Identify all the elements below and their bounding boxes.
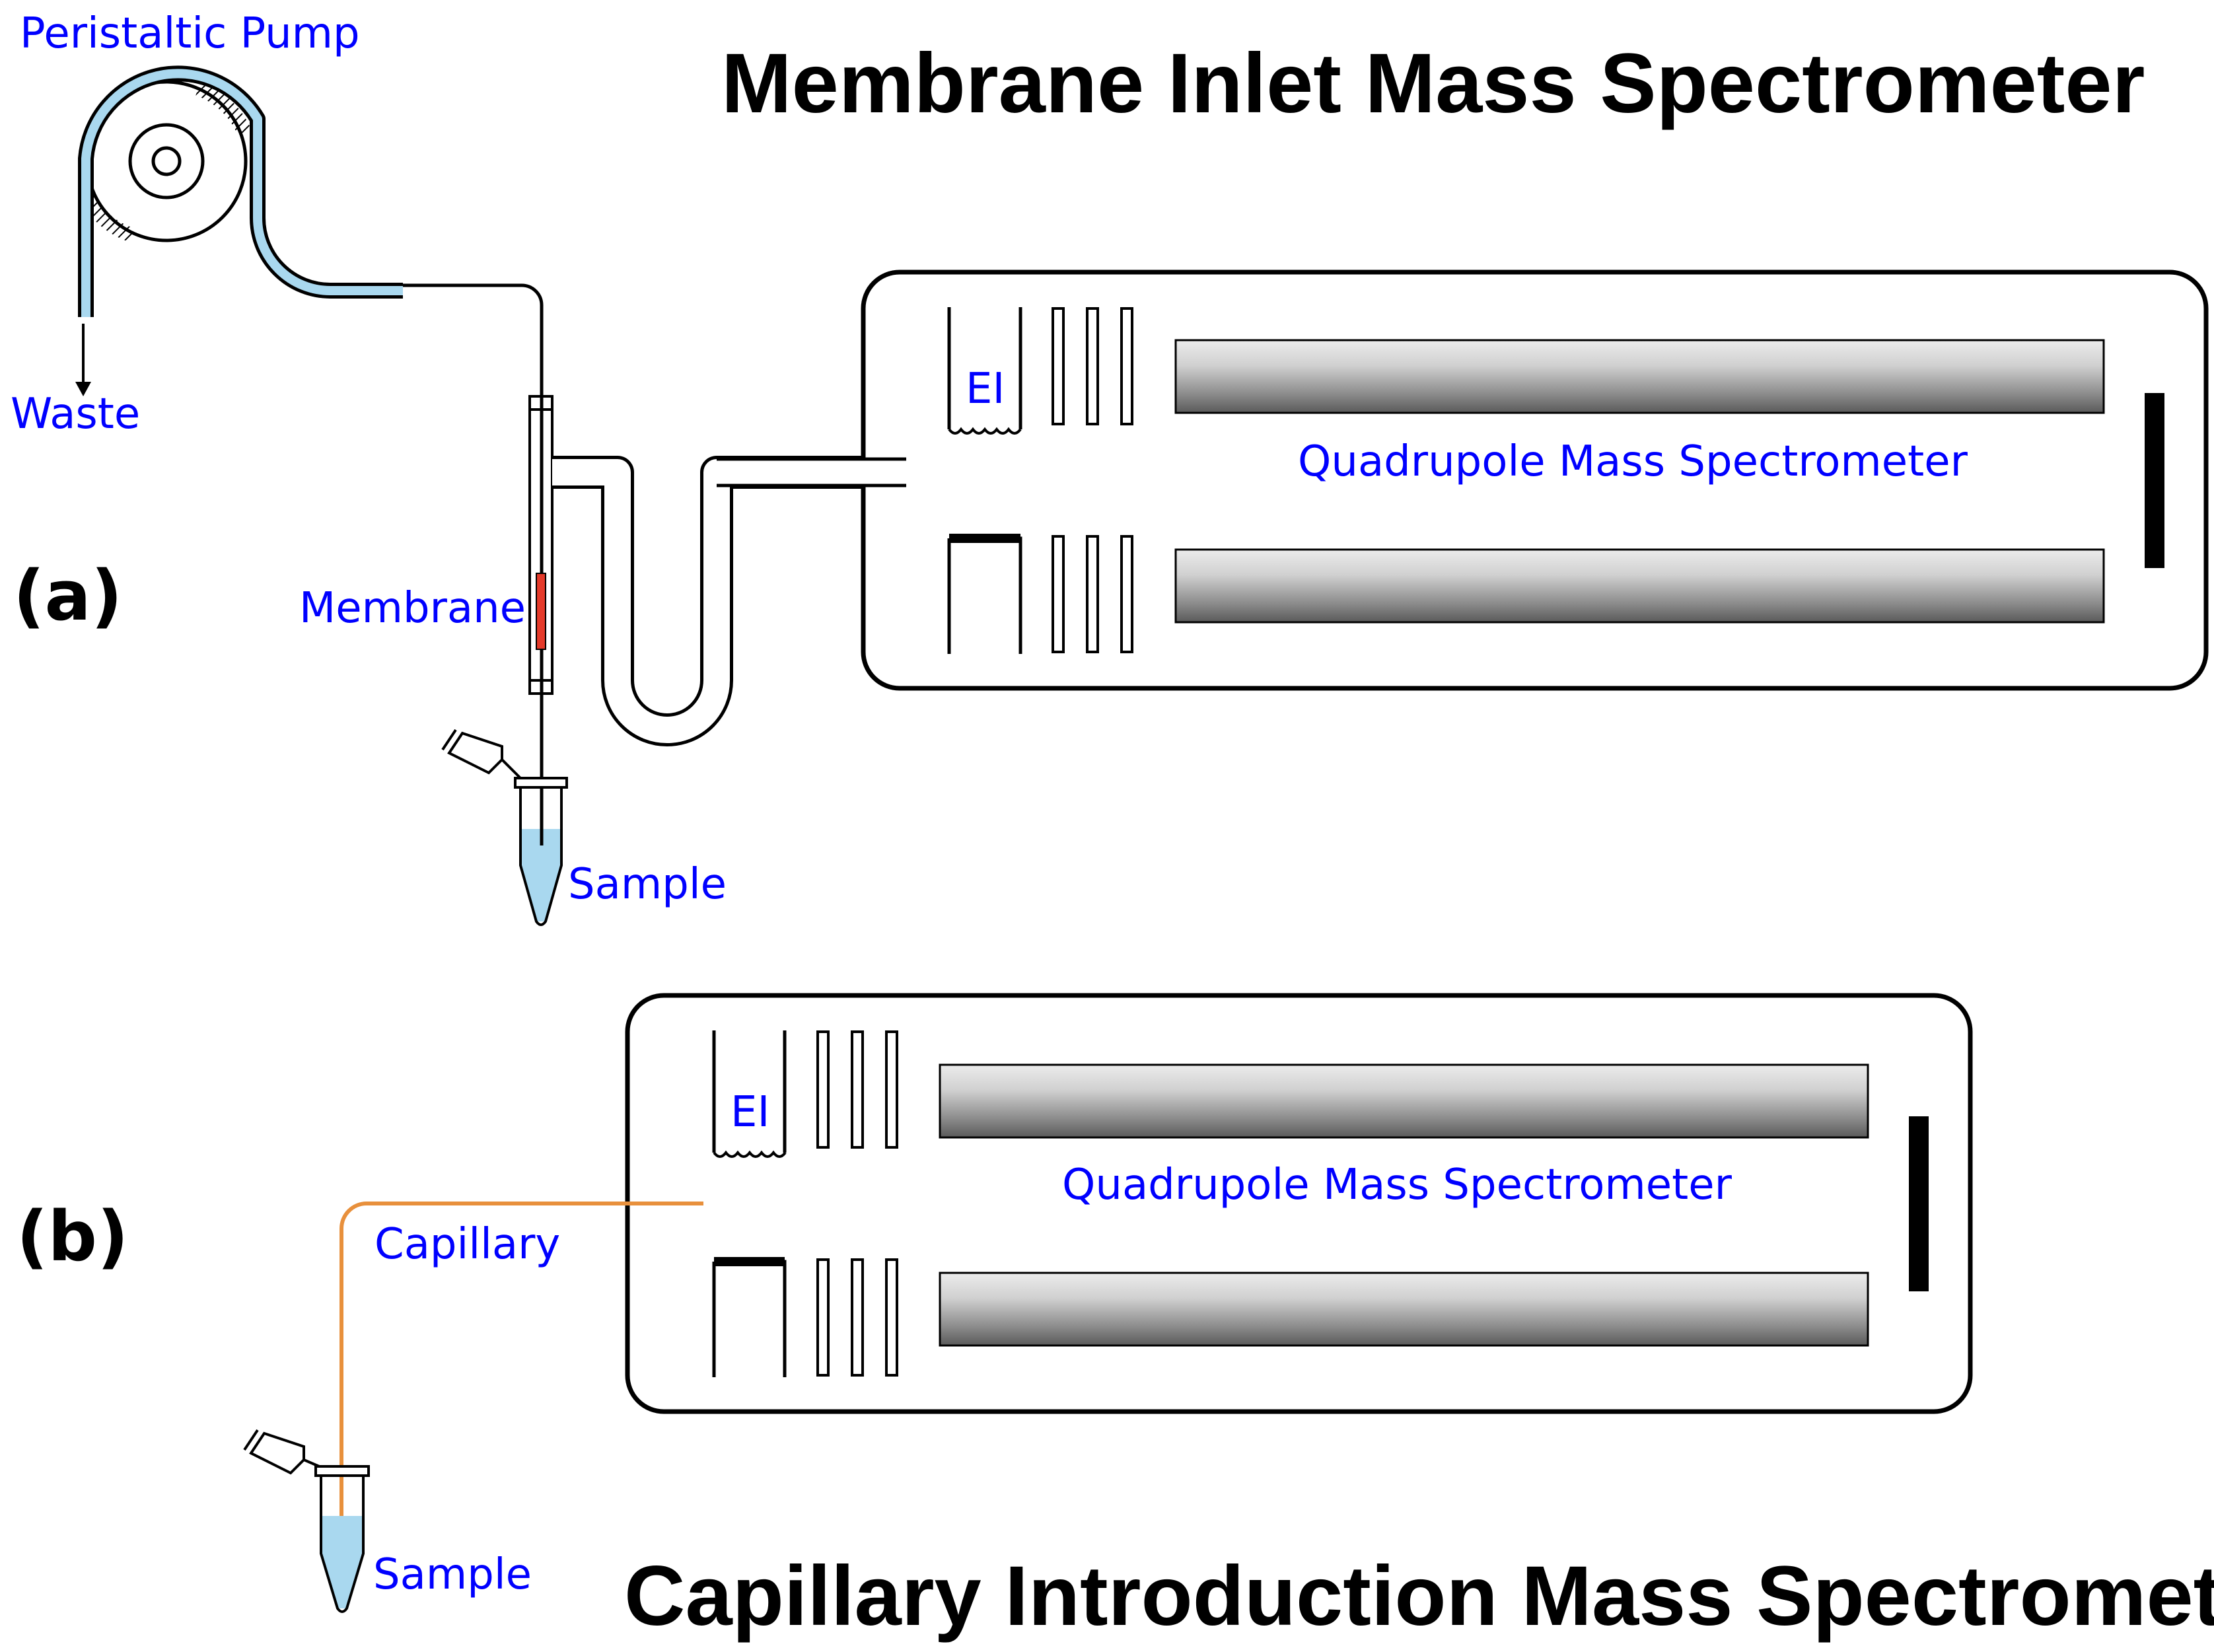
quadrupole-rod-lower-a bbox=[1174, 548, 2105, 624]
panel-label-b: (b) bbox=[17, 1196, 129, 1277]
waste-arrow bbox=[75, 324, 91, 396]
panel-a: Peristaltic Pump Waste Membrane Sample E… bbox=[11, 9, 2209, 926]
waste-label: Waste bbox=[11, 390, 140, 439]
pump-axle bbox=[151, 146, 182, 176]
pump-roller-upper bbox=[195, 81, 252, 135]
capillary-label: Capillary bbox=[375, 1220, 560, 1269]
title-b: Capillary Introduction Mass Spectrometer bbox=[624, 1549, 2214, 1643]
sample-tube-a bbox=[441, 729, 568, 926]
quadrupole-rod-upper-b bbox=[939, 1063, 1869, 1139]
analyzer-label-a: Quadrupole Mass Spectrometer bbox=[1298, 437, 1968, 486]
ion-source-a bbox=[947, 307, 1022, 654]
ion-source-label-b: EI bbox=[731, 1088, 769, 1137]
membrane-label: Membrane bbox=[299, 584, 526, 633]
sample-line bbox=[403, 283, 544, 845]
sample-label-b: Sample bbox=[373, 1550, 532, 1599]
analyzer-label-b: Quadrupole Mass Spectrometer bbox=[1062, 1161, 1732, 1209]
quadrupole-rod-lower-b bbox=[939, 1272, 1869, 1347]
sample-tube-b bbox=[243, 1429, 370, 1613]
quadrupole-rod-upper-a bbox=[1174, 339, 2105, 414]
membrane bbox=[536, 573, 546, 650]
detector-b bbox=[1909, 1116, 1929, 1291]
panel-b: EI Quadrupole Mass Spectrometer Capillar… bbox=[17, 993, 2214, 1643]
ion-source-b bbox=[712, 1030, 787, 1377]
detector-a bbox=[2145, 393, 2164, 568]
membrane-housing bbox=[528, 395, 554, 695]
title-a: Membrane Inlet Mass Spectrometer bbox=[721, 36, 2145, 131]
panel-label-a: (a) bbox=[13, 556, 122, 636]
sample-label-a: Sample bbox=[568, 860, 727, 909]
capillary bbox=[339, 1202, 703, 1526]
pump-tube-liquid bbox=[81, 69, 403, 317]
vacuum-line bbox=[552, 459, 911, 743]
pump-label: Peristaltic Pump bbox=[20, 9, 360, 58]
peristaltic-pump bbox=[78, 65, 403, 317]
ion-lenses-b bbox=[816, 1030, 898, 1377]
ion-lenses-a bbox=[1052, 307, 1133, 653]
ion-source-label-a: EI bbox=[966, 365, 1005, 413]
